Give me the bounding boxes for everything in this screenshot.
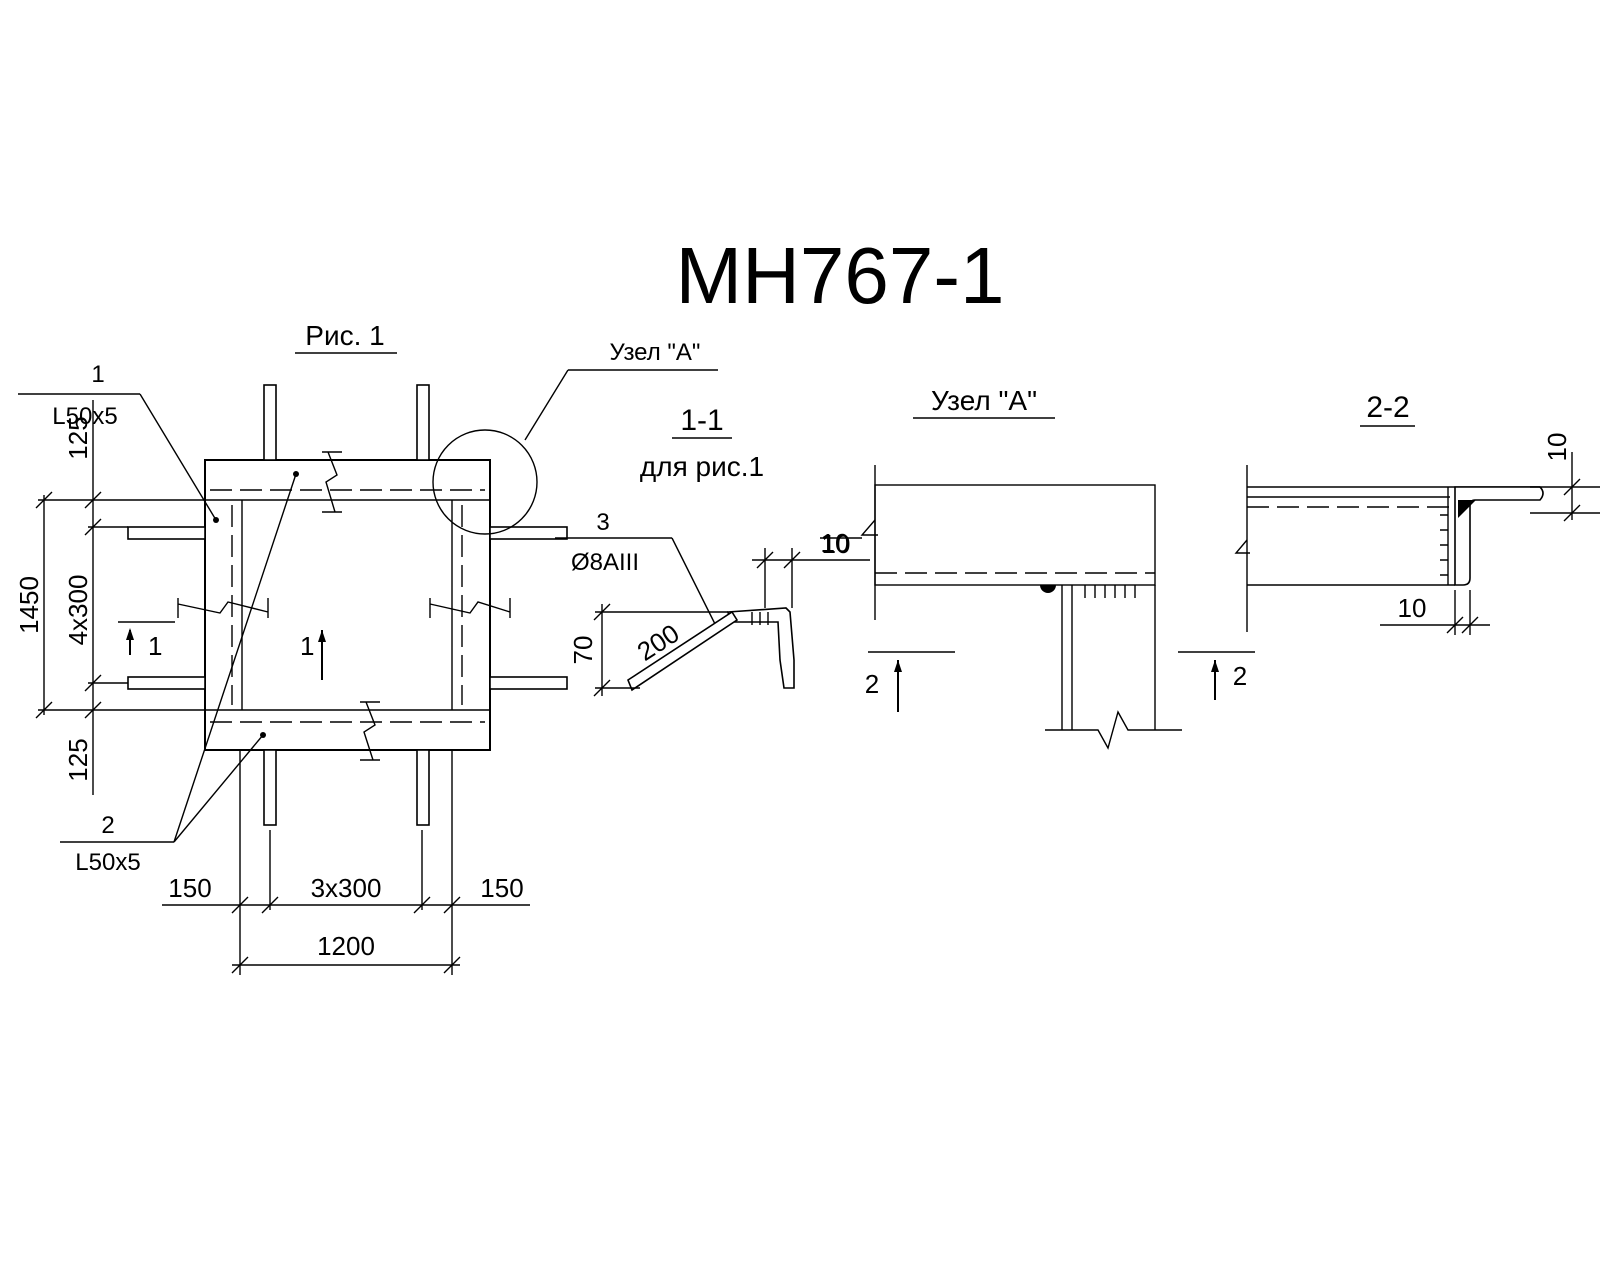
break-bottom xyxy=(360,701,380,761)
part2-number: 2 xyxy=(101,812,114,839)
frame-plan xyxy=(127,384,568,826)
fig1-title: Рис. 1 xyxy=(305,320,384,351)
anchor-right-top xyxy=(489,526,568,540)
node-a-weld xyxy=(1040,585,1056,593)
dim-3x300: 3x300 xyxy=(311,873,382,903)
break-top xyxy=(322,451,342,513)
anchor-bottom-right xyxy=(416,749,430,826)
frame-outline xyxy=(204,459,491,751)
weld-ticks xyxy=(751,612,769,625)
node-a-horizontal-angle xyxy=(874,484,1156,586)
s22-break-mark xyxy=(1234,539,1250,554)
part1-leader xyxy=(139,393,217,521)
s22-dim-ticks-horiz xyxy=(1446,616,1479,634)
anchor-left-top xyxy=(127,526,206,540)
section-mark-1-center-arrowhead xyxy=(318,630,326,642)
drawing-title: МН767-1 xyxy=(675,231,1004,320)
part1-profile: L50x5 xyxy=(52,403,117,430)
anchor-left-bottom xyxy=(127,676,206,690)
part3-bar: Ø8AIII xyxy=(571,549,639,576)
section-mark-2-right-label: 2 xyxy=(1233,661,1247,691)
section-1-1-note: для рис.1 xyxy=(640,451,764,482)
anchor-right-bottom xyxy=(489,676,568,690)
dim-ticks-bottom xyxy=(231,896,461,974)
dims-bottom: 150 3x300 150 1200 xyxy=(162,750,530,975)
dim-10-section: 10 xyxy=(821,528,850,558)
node-a-circle xyxy=(432,429,538,535)
dims-left: 1450 4x300 125 125 xyxy=(14,400,205,795)
dim-4x300: 4x300 xyxy=(63,575,93,646)
s22-dim-ticks-vert xyxy=(1563,478,1581,522)
dim-ticks-10 xyxy=(756,551,801,569)
section-mark-1-center-label: 1 xyxy=(300,631,314,661)
part3-leader xyxy=(671,537,719,631)
dim-150-right: 150 xyxy=(480,873,523,903)
section-mark-1-left: 1 xyxy=(118,621,175,661)
dim-ticks-left xyxy=(35,491,102,719)
node-a-view: Узел "А" 10 2 2 xyxy=(820,385,1255,750)
dim-1450: 1450 xyxy=(14,576,44,634)
section-mark-2-right-arrowhead xyxy=(1211,660,1219,672)
s22-weld-ticks xyxy=(1440,514,1448,576)
part1-number: 1 xyxy=(91,361,104,388)
section-mark-2-left-label: 2 xyxy=(865,669,879,699)
node-a-bottom-break xyxy=(1045,710,1182,750)
part2-leader-dot-b xyxy=(260,732,266,738)
section-1-1-title: 1-1 xyxy=(680,404,723,437)
dim-125-top: 125 xyxy=(63,416,93,459)
part3-number: 3 xyxy=(596,509,609,536)
node-a-leader xyxy=(524,369,569,441)
s22-weld xyxy=(1458,500,1476,518)
part2-leader-b xyxy=(173,734,264,843)
section-mark-1-left-arrowhead xyxy=(126,628,134,640)
dim-125-bottom: 125 xyxy=(63,738,93,781)
anchor-bottom-left xyxy=(263,749,277,826)
node-a-break-mark xyxy=(860,519,878,536)
dim-70: 70 xyxy=(568,636,598,665)
bar-section xyxy=(627,610,739,692)
section-mark-1-center: 1 xyxy=(300,630,326,680)
node-a-view-title: Узел "А" xyxy=(931,385,1037,416)
dim-ticks-70 xyxy=(593,603,611,697)
section-1-1: 1-1 для рис.1 3 Ø8AIII 10 70 200 xyxy=(555,404,870,697)
dim-1200: 1200 xyxy=(317,931,375,961)
dim-10-s22-top: 10 xyxy=(1542,433,1572,462)
section-mark-1-left-label: 1 xyxy=(148,631,162,661)
node-a-callout-label: Узел "А" xyxy=(610,339,701,366)
part2-leader-a xyxy=(173,473,297,843)
section-2-2: 2-2 10 10 xyxy=(1234,391,1600,635)
section-2-2-title: 2-2 xyxy=(1366,391,1409,424)
anchor-top-right xyxy=(416,384,430,461)
dim-10-s22-bottom: 10 xyxy=(1398,593,1427,623)
break-right xyxy=(429,598,511,618)
part1-leader-dot xyxy=(213,517,219,523)
node-a-weld-ticks xyxy=(1084,585,1136,598)
dim-10-node: 10 xyxy=(822,529,851,559)
part2-leader-dot-a xyxy=(293,471,299,477)
part2-profile: L50x5 xyxy=(75,849,140,876)
anchor-top-left xyxy=(263,384,277,461)
break-left xyxy=(177,598,269,618)
dim-150-left: 150 xyxy=(168,873,211,903)
section-mark-2-left-arrowhead xyxy=(894,660,902,672)
